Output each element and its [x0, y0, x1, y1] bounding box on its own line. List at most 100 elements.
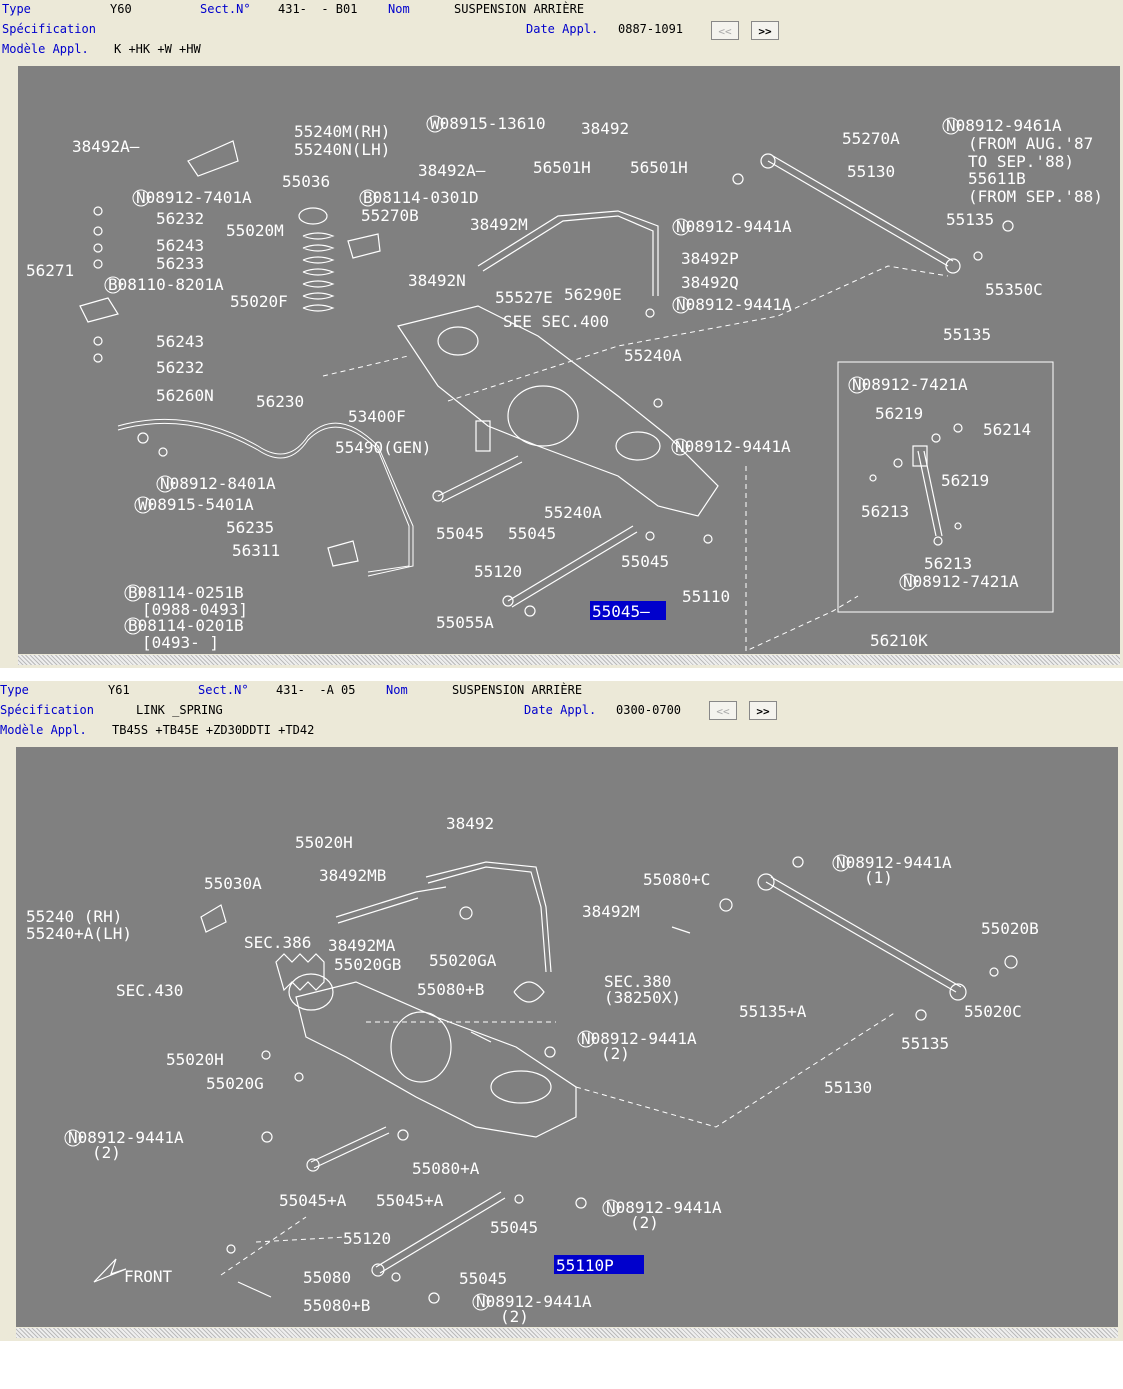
- part-label[interactable]: 55527E: [495, 288, 553, 307]
- part-label[interactable]: (1): [864, 868, 893, 887]
- part-label[interactable]: N08912-9441A: [581, 1029, 697, 1048]
- part-label[interactable]: 55135: [946, 210, 994, 229]
- part-label[interactable]: 53400F: [348, 407, 406, 426]
- part-label[interactable]: N08912-9441A: [606, 1198, 722, 1217]
- part-label[interactable]: 55045+A: [376, 1191, 444, 1210]
- part-label[interactable]: 55135: [901, 1034, 949, 1053]
- part-label[interactable]: SEC.380: [604, 972, 671, 991]
- part-label[interactable]: 55240M(RH): [294, 122, 390, 141]
- part-label[interactable]: 55611B: [968, 169, 1026, 188]
- part-label[interactable]: N08912-9441A: [676, 295, 792, 314]
- part-label[interactable]: B08114-0251B: [128, 583, 244, 602]
- part-label[interactable]: (2): [630, 1213, 659, 1232]
- part-label[interactable]: (2): [92, 1143, 121, 1162]
- part-label[interactable]: 38492N: [408, 271, 466, 290]
- part-label[interactable]: 56230: [256, 392, 304, 411]
- part-label[interactable]: 38492: [581, 119, 629, 138]
- part-label[interactable]: TO SEP.'88): [968, 152, 1074, 171]
- part-label[interactable]: 38492Q: [681, 273, 739, 292]
- part-label[interactable]: 38492P: [681, 249, 739, 268]
- part-label[interactable]: 55045: [459, 1269, 507, 1288]
- part-label[interactable]: 56232: [156, 358, 204, 377]
- part-label[interactable]: W08915-5401A: [138, 495, 254, 514]
- part-label[interactable]: 55020M: [226, 221, 284, 240]
- part-label[interactable]: N08912-9461A: [946, 116, 1062, 135]
- part-label[interactable]: 56213: [924, 554, 972, 573]
- part-label[interactable]: W08915-13610: [430, 114, 546, 133]
- part-label[interactable]: (2): [601, 1044, 630, 1063]
- part-label[interactable]: 38492MA: [328, 936, 396, 955]
- part-label[interactable]: (2): [500, 1307, 529, 1326]
- part-label[interactable]: 55270B: [361, 206, 419, 225]
- part-label[interactable]: 38492MB: [319, 866, 386, 885]
- part-label[interactable]: 56219: [941, 471, 989, 490]
- part-label[interactable]: 56235: [226, 518, 274, 537]
- part-label[interactable]: 55240A: [624, 346, 682, 365]
- part-label[interactable]: 38492: [446, 814, 494, 833]
- part-label[interactable]: 55240A: [544, 503, 602, 522]
- part-label[interactable]: 56219: [875, 404, 923, 423]
- part-label[interactable]: 55020H: [295, 833, 353, 852]
- part-label[interactable]: N08912-7421A: [852, 375, 968, 394]
- part-label[interactable]: 55036: [282, 172, 330, 191]
- part-label[interactable]: B08114-0201B: [128, 616, 244, 635]
- part-label[interactable]: [0988-0493]: [142, 600, 248, 619]
- part-label[interactable]: B08110-8201A: [108, 275, 224, 294]
- part-label[interactable]: N08912-7401A: [136, 188, 252, 207]
- part-label[interactable]: B08114-0301D: [363, 188, 479, 207]
- part-label[interactable]: 55020C: [964, 1002, 1022, 1021]
- part-label[interactable]: 55135: [943, 325, 991, 344]
- part-label[interactable]: 55130: [824, 1078, 872, 1097]
- part-label[interactable]: 56501H: [630, 158, 688, 177]
- part-label[interactable]: SEC.386: [244, 933, 311, 952]
- part-label[interactable]: 55240 (RH): [26, 907, 122, 926]
- part-label[interactable]: 55080+A: [412, 1159, 480, 1178]
- part-label[interactable]: 56243: [156, 332, 204, 351]
- part-label[interactable]: 55020GA: [429, 951, 497, 970]
- part-label[interactable]: N08912-9441A: [676, 217, 792, 236]
- next-button[interactable]: >>: [749, 701, 777, 720]
- part-label[interactable]: 56213: [861, 502, 909, 521]
- part-label[interactable]: N08912-9441A: [68, 1128, 184, 1147]
- highlighted-part-label[interactable]: 55110P: [556, 1256, 614, 1275]
- part-label[interactable]: 55130: [847, 162, 895, 181]
- next-button[interactable]: >>: [751, 21, 779, 40]
- part-label[interactable]: 38492A—: [72, 137, 140, 156]
- part-label[interactable]: 56243: [156, 236, 204, 255]
- part-label[interactable]: 55120: [474, 562, 522, 581]
- part-label[interactable]: [0493- ]: [142, 633, 219, 652]
- part-label[interactable]: 55055A: [436, 613, 494, 632]
- part-label[interactable]: 55240N(LH): [294, 140, 390, 159]
- part-label[interactable]: 55080: [303, 1268, 351, 1287]
- part-label[interactable]: 55045: [508, 524, 556, 543]
- part-label[interactable]: N08912-8401A: [160, 474, 276, 493]
- part-label[interactable]: 55030A: [204, 874, 262, 893]
- part-label[interactable]: 56260N: [156, 386, 214, 405]
- part-label[interactable]: 55045: [490, 1218, 538, 1237]
- part-label[interactable]: 56232: [156, 209, 204, 228]
- part-label[interactable]: 55240+A(LH): [26, 924, 132, 943]
- part-label[interactable]: 55120: [343, 1229, 391, 1248]
- part-label[interactable]: 38492M: [582, 902, 640, 921]
- part-label[interactable]: (FROM SEP.'88): [968, 187, 1103, 206]
- part-label[interactable]: 55045+A: [279, 1191, 347, 1210]
- part-label[interactable]: 38492M: [470, 215, 528, 234]
- part-label[interactable]: (FROM AUG.'87: [968, 134, 1093, 153]
- part-label[interactable]: 55270A: [842, 129, 900, 148]
- part-label[interactable]: 55045: [621, 552, 669, 571]
- part-label[interactable]: N08912-9441A: [476, 1292, 592, 1311]
- highlighted-part-label[interactable]: 55045—: [592, 602, 650, 621]
- part-label[interactable]: 56214: [983, 420, 1031, 439]
- part-label[interactable]: (38250X): [604, 988, 681, 1007]
- part-label[interactable]: 55080+C: [643, 870, 710, 889]
- part-label[interactable]: SEE SEC.400: [503, 312, 609, 331]
- part-label[interactable]: 56311: [232, 541, 280, 560]
- part-label[interactable]: 55020H: [166, 1050, 224, 1069]
- part-label[interactable]: 55020F: [230, 292, 288, 311]
- part-label[interactable]: N08912-9441A: [675, 437, 791, 456]
- part-label[interactable]: 55135+A: [739, 1002, 807, 1021]
- part-label[interactable]: N08912-9441A: [836, 853, 952, 872]
- part-label[interactable]: 56290E: [564, 285, 622, 304]
- part-label[interactable]: 55080+B: [417, 980, 484, 999]
- part-label[interactable]: 55020B: [981, 919, 1039, 938]
